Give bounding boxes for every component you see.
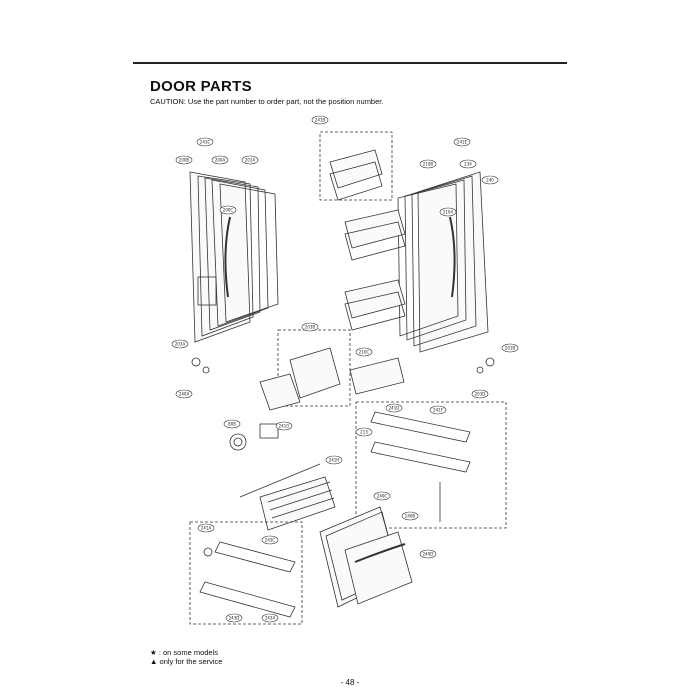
part-label: 808 — [228, 422, 236, 427]
part-label: 241F — [433, 408, 444, 413]
part-label: 240 — [486, 178, 494, 183]
part-label: 241E — [457, 140, 468, 145]
part-label: 241B — [315, 118, 326, 123]
header-rule — [133, 62, 567, 64]
triangle-icon: ▲ — [150, 657, 158, 666]
page-number: - 48 - — [340, 678, 360, 687]
part-label: 203D — [475, 392, 486, 397]
part-label: 210C — [359, 350, 370, 355]
part-label: 241D — [389, 406, 400, 411]
part-label: 203A — [175, 342, 186, 347]
part-label: 240B — [405, 514, 416, 519]
part-label: 200A — [215, 158, 226, 163]
part-label: 243D — [229, 616, 240, 621]
part-label: 200B — [179, 158, 190, 163]
part-label: 200C — [223, 208, 234, 213]
part-label: 201A — [245, 158, 256, 163]
page-title: DOOR PARTS — [150, 78, 252, 95]
part-label: 210A — [443, 210, 454, 215]
star-icon: ★ — [150, 648, 157, 657]
part-label: 201B — [505, 346, 516, 351]
part-label: 234 — [464, 162, 472, 167]
part-label: 241A — [201, 526, 212, 531]
caution-note: CAUTION: Use the part number to order pa… — [150, 97, 384, 106]
part-label: 241G — [279, 424, 290, 429]
part-label: 241H — [329, 458, 340, 463]
legend: ★ : on some models ▲ only for the servic… — [150, 648, 222, 666]
part-label: 203B — [305, 325, 316, 330]
part-label: 240C — [377, 494, 388, 499]
part-label: 243C — [265, 538, 276, 543]
part-label: 210B — [423, 162, 434, 167]
part-label: 241C — [200, 140, 211, 145]
left-door-assembly — [189, 171, 279, 343]
legend-item-some-models: ★ : on some models — [150, 648, 219, 657]
right-door-assembly — [397, 171, 489, 353]
part-label: 240A — [179, 392, 190, 397]
exploded-parts-diagram: 241B 241C 241E 200B 200A 201A 210B 234 240 200C 21… — [171, 115, 519, 625]
part-label: 243A — [265, 616, 276, 621]
part-label: 240D — [423, 552, 434, 557]
part-label: 213 — [360, 430, 368, 435]
legend-item-service: ▲ only for the service — [150, 657, 223, 666]
